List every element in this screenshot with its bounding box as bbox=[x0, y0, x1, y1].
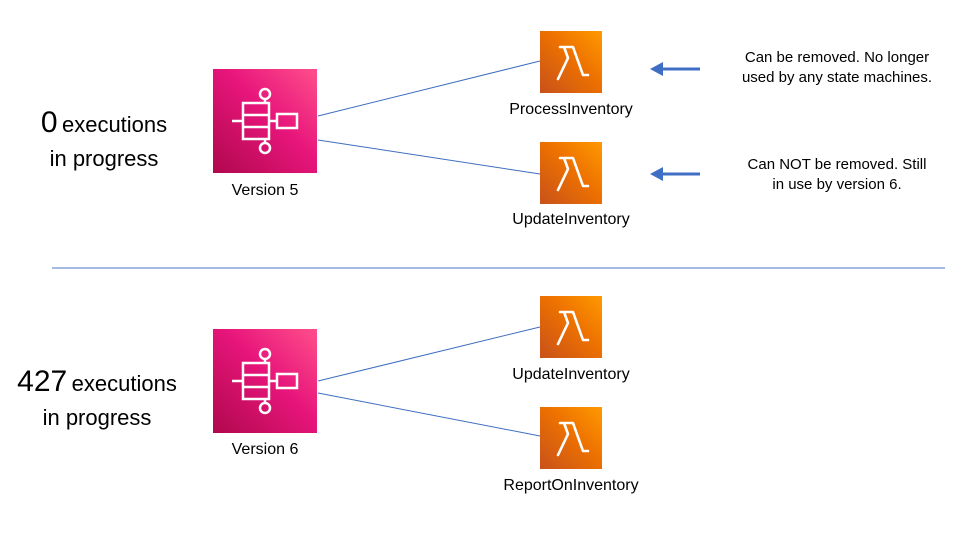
function-name: ProcessInventory bbox=[509, 101, 633, 118]
arrow-left-icon bbox=[650, 167, 700, 181]
lambda-icon bbox=[540, 407, 602, 469]
note-line: Can NOT be removed. Still bbox=[747, 156, 927, 173]
note-line: in use by version 6. bbox=[772, 175, 902, 193]
executions-summary-v6: 427 executions in progress bbox=[2, 362, 192, 432]
lambda-icon bbox=[540, 296, 602, 358]
state-machine-icon bbox=[213, 329, 317, 433]
executions-unit: executions bbox=[61, 112, 168, 137]
executions-summary-v5: 0 executions in progress bbox=[14, 103, 194, 173]
lambda-icon bbox=[540, 31, 602, 93]
executions-count: 0 bbox=[40, 106, 58, 139]
function-name: UpdateInventory bbox=[512, 366, 630, 383]
annotation-note: Can be removed. No longer used by any st… bbox=[712, 48, 962, 87]
function-name: ReportOnInventory bbox=[503, 477, 639, 494]
annotation-note: Can NOT be removed. Still in use by vers… bbox=[712, 155, 962, 194]
executions-sub: in progress bbox=[49, 145, 159, 171]
executions-unit: executions bbox=[71, 371, 177, 396]
lambda-icon bbox=[540, 142, 602, 204]
note-line: Can be removed. No longer bbox=[744, 49, 930, 66]
executions-count: 427 bbox=[17, 365, 68, 398]
connector-v5-process bbox=[317, 60, 541, 117]
connector-v6-report bbox=[317, 392, 541, 437]
connector-v5-update bbox=[317, 139, 541, 175]
state-machine-icon bbox=[213, 69, 317, 173]
connector-v6-update bbox=[317, 326, 541, 382]
function-name: UpdateInventory bbox=[512, 211, 630, 228]
arrow-left-icon bbox=[650, 62, 700, 76]
version-label: Version 6 bbox=[231, 441, 299, 458]
version-label: Version 5 bbox=[231, 182, 299, 199]
executions-sub: in progress bbox=[42, 404, 152, 430]
note-line: used by any state machines. bbox=[741, 68, 933, 86]
